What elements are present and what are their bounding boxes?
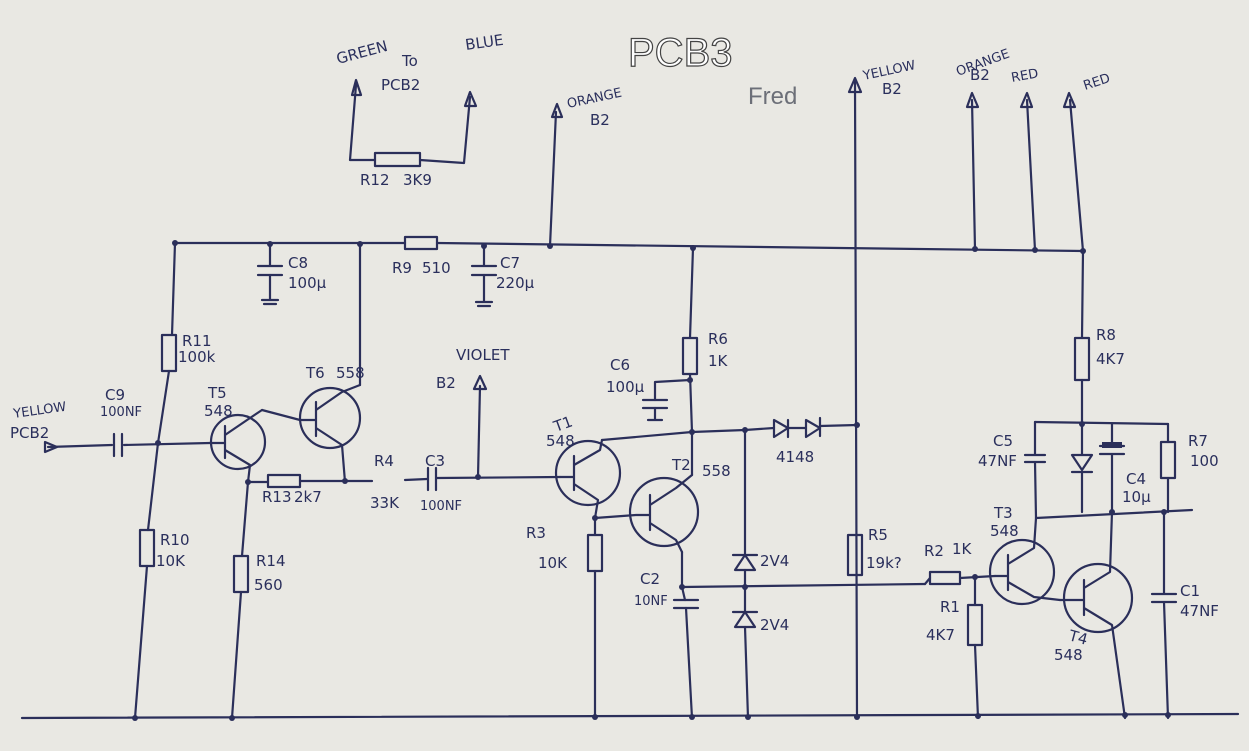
label-to: To	[401, 52, 418, 70]
label-r3-val: 10K	[538, 554, 568, 572]
label-t6: T6	[305, 364, 325, 382]
label-pcb2-top: PCB2	[381, 76, 420, 94]
label-r14: R14	[256, 552, 286, 570]
r12-assembly	[348, 78, 478, 168]
label-c8: C8	[288, 254, 308, 272]
label-c1: C1	[1180, 582, 1200, 600]
label-r7: R7	[1188, 432, 1208, 450]
label-z1: 2V4	[760, 552, 789, 570]
label-c6-val: 100µ	[606, 378, 645, 396]
label-c3-val: 100NF	[420, 499, 462, 514]
label-b2-yellow: B2	[882, 80, 902, 98]
label-c2: C2	[640, 570, 660, 588]
label-c8-val: 100µ	[288, 274, 327, 292]
label-t2-val: 558	[702, 462, 731, 480]
label-r12-val: 3K9	[403, 171, 432, 189]
label-c4-val: 10µ	[1122, 488, 1151, 506]
label-t5: T5	[207, 384, 227, 402]
label-r12: R12	[360, 171, 390, 189]
label-c9: C9	[105, 386, 125, 404]
label-b2-left: B2	[590, 111, 610, 129]
label-r6: R6	[708, 330, 728, 348]
label-t5-val: 548	[204, 402, 233, 420]
t5-transistor	[208, 408, 267, 484]
label-t2: T2	[671, 456, 691, 474]
label-r13: R13	[262, 488, 292, 506]
label-b2-violet: B2	[436, 374, 456, 392]
label-r9-val: 510	[422, 259, 451, 277]
label-r1-val: 4K7	[926, 626, 955, 644]
label-r2-val: 1K	[952, 540, 973, 558]
t2-transistor	[593, 473, 700, 554]
label-r5-val: 19k?	[866, 554, 902, 572]
t6-transistor	[260, 383, 362, 484]
label-c6: C6	[610, 356, 630, 374]
label-r11: R11	[182, 332, 212, 350]
t4-transistor	[1058, 510, 1134, 720]
c6-capacitor	[641, 378, 692, 422]
label-c1-val: 47NF	[1180, 602, 1219, 620]
label-c7: C7	[500, 254, 520, 272]
label-c3: C3	[425, 452, 445, 470]
label-b2-right: B2	[970, 66, 990, 84]
label-c4: C4	[1126, 470, 1146, 488]
label-r1: R1	[940, 598, 960, 616]
label-r10-val: 10K	[156, 552, 186, 570]
label-r7-val: 100	[1190, 452, 1219, 470]
label-r4: R4	[374, 452, 394, 470]
label-z2: 2V4	[760, 616, 789, 634]
label-blue: BLUE	[464, 31, 504, 54]
t3-transistor	[988, 516, 1062, 606]
diodes-4148	[743, 416, 859, 439]
label-r13-val: 2k7	[294, 488, 322, 506]
label-r8: R8	[1096, 326, 1116, 344]
subtitle: Fred	[748, 83, 797, 110]
label-r10: R10	[160, 531, 190, 549]
label-c7-val: 220µ	[496, 274, 535, 292]
r5-resistor	[846, 533, 864, 577]
label-r3: R3	[526, 524, 546, 542]
label-r5: R5	[868, 526, 888, 544]
r9-resistor	[403, 235, 439, 251]
ground-rail	[20, 712, 1240, 720]
label-r11-val: 100k	[178, 348, 216, 366]
label-r4-val: 33K	[370, 494, 400, 512]
label-4148: 4148	[776, 448, 814, 466]
label-r14-val: 560	[254, 576, 283, 594]
r13-resistor	[266, 473, 302, 489]
label-red-1: RED	[1010, 66, 1039, 86]
label-r8-val: 4K7	[1096, 350, 1125, 368]
label-t4-val: 548	[1054, 646, 1083, 664]
c7-capacitor	[470, 244, 498, 308]
zener-diodes	[731, 428, 759, 720]
label-t3: T3	[993, 504, 1013, 522]
r12-resistor	[373, 151, 422, 168]
label-yellow-in: YELLOW	[11, 400, 67, 422]
label-c2-val: 10NF	[634, 594, 668, 609]
label-t3-val: 548	[990, 522, 1019, 540]
c8-capacitor	[256, 242, 284, 306]
label-t6-val: 558	[336, 364, 365, 382]
label-t1: T1	[550, 412, 575, 436]
label-r2: R2	[924, 542, 944, 560]
label-c9-val: 100NF	[100, 405, 142, 420]
label-r6-val: 1K	[708, 352, 729, 370]
label-r9: R9	[392, 259, 412, 277]
label-violet: VIOLET	[456, 346, 510, 364]
label-c5-val: 47NF	[978, 452, 1017, 470]
label-pcb2-in: PCB2	[10, 424, 49, 442]
label-t4: T4	[1066, 626, 1090, 648]
label-t1-val: 548	[546, 432, 575, 450]
label-c5: C5	[993, 432, 1013, 450]
t1-transistor	[554, 438, 622, 520]
title: PCB3	[628, 31, 733, 75]
